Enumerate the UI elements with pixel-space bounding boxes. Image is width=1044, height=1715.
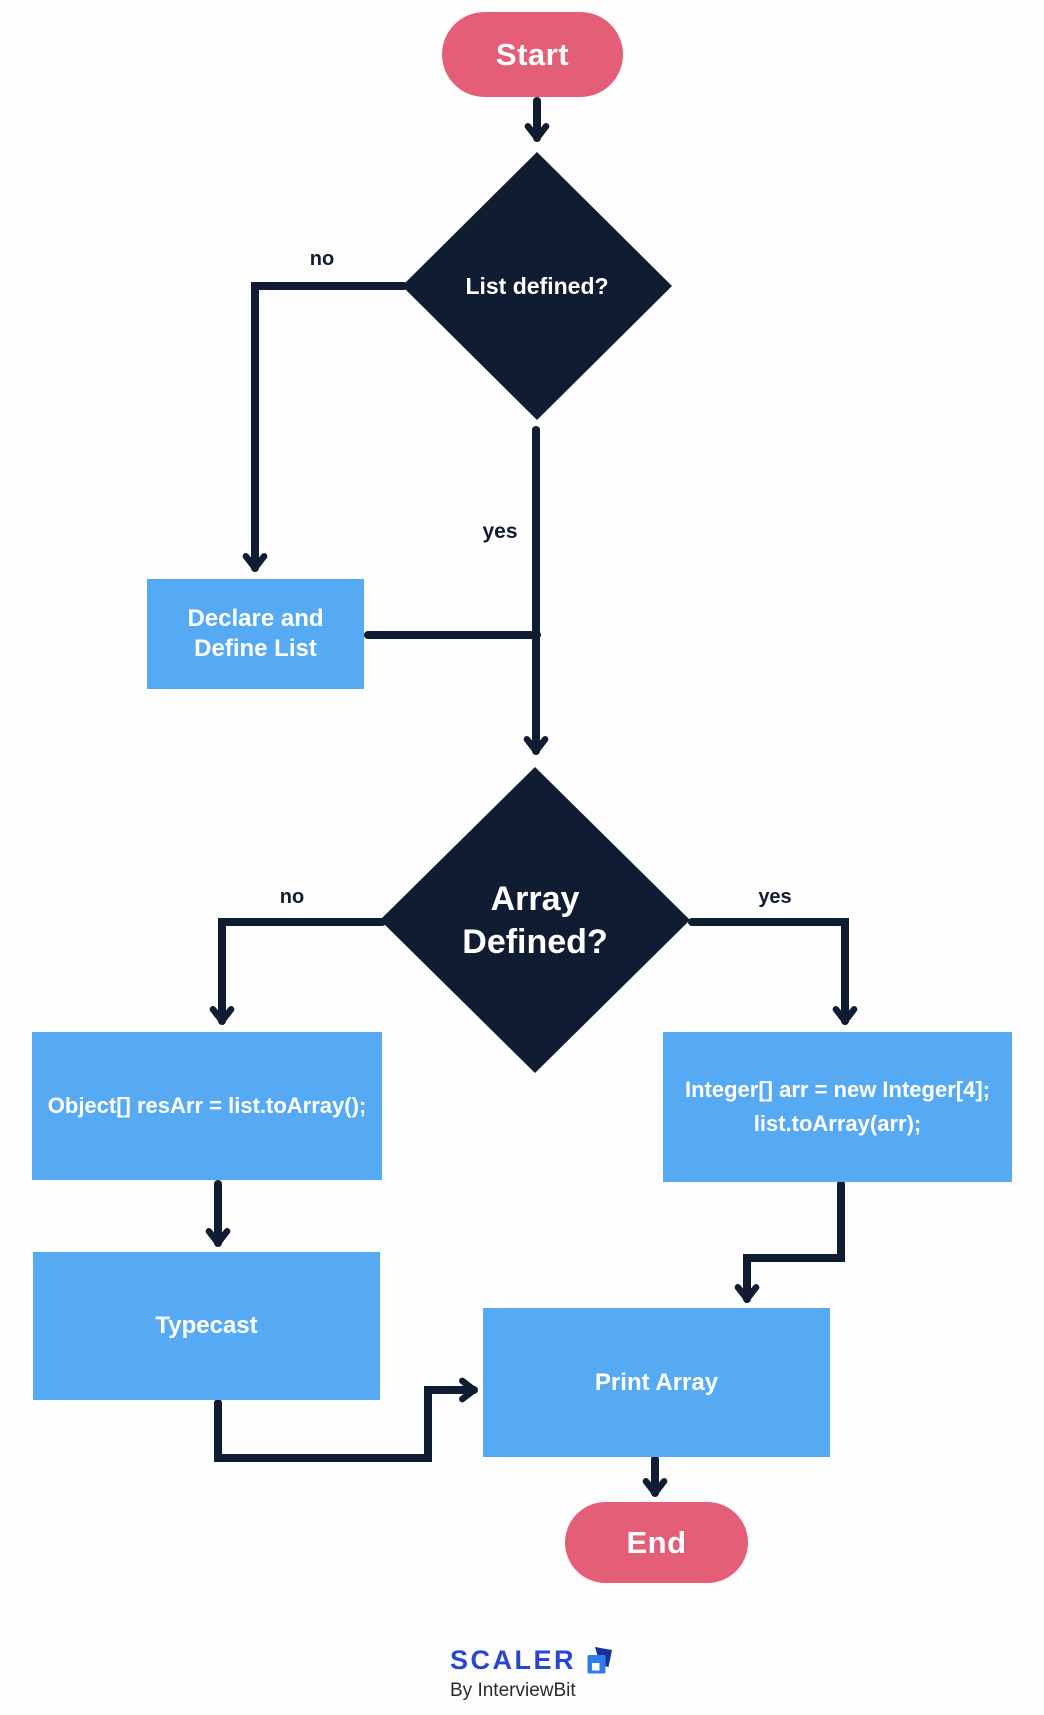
scaler-logo: SCALER xyxy=(450,1645,613,1676)
scaler-wordmark: SCALER xyxy=(450,1645,577,1675)
process-typecast: Typecast xyxy=(33,1252,380,1400)
decision-list-defined-shape xyxy=(402,152,672,420)
footer-branding: SCALER By InterviewBit xyxy=(450,1645,613,1702)
decision-array-defined-label: Array Defined? xyxy=(462,880,608,961)
process-object-resarr: Object[] resArr = list.toArray(); xyxy=(32,1032,382,1180)
connector-integer-to-print xyxy=(734,1180,845,1303)
branch-label-no-1: no xyxy=(309,248,335,270)
byline: By InterviewBit xyxy=(450,1680,576,1701)
process-integer-array-line2: list.toArray(arr); xyxy=(753,1111,922,1136)
branch-label-no-2: no xyxy=(279,886,305,908)
scaler-cube-icon xyxy=(587,1647,613,1674)
process-integer-array-line1: Integer[] arr = new Integer[4]; xyxy=(684,1076,990,1102)
connector-array-defined-no xyxy=(209,918,386,1025)
process-print-array: Print Array xyxy=(483,1308,830,1457)
connector-typecast-to-print xyxy=(214,1377,478,1462)
decision-list-defined-label: List defined? xyxy=(465,273,609,299)
connector-array-defined-yes xyxy=(688,918,858,1025)
process-declare-define-list: Declare and Define List xyxy=(147,579,364,689)
start-node: Start xyxy=(442,12,623,97)
decision-array-defined-shape xyxy=(380,767,690,1073)
branch-label-yes-2: yes xyxy=(758,886,792,908)
connector-list-defined-no xyxy=(242,282,408,572)
process-integer-array: Integer[] arr = new Integer[4]; list.toA… xyxy=(663,1032,1012,1182)
end-node: End xyxy=(565,1502,748,1583)
branch-label-yes-1: yes xyxy=(482,520,518,543)
